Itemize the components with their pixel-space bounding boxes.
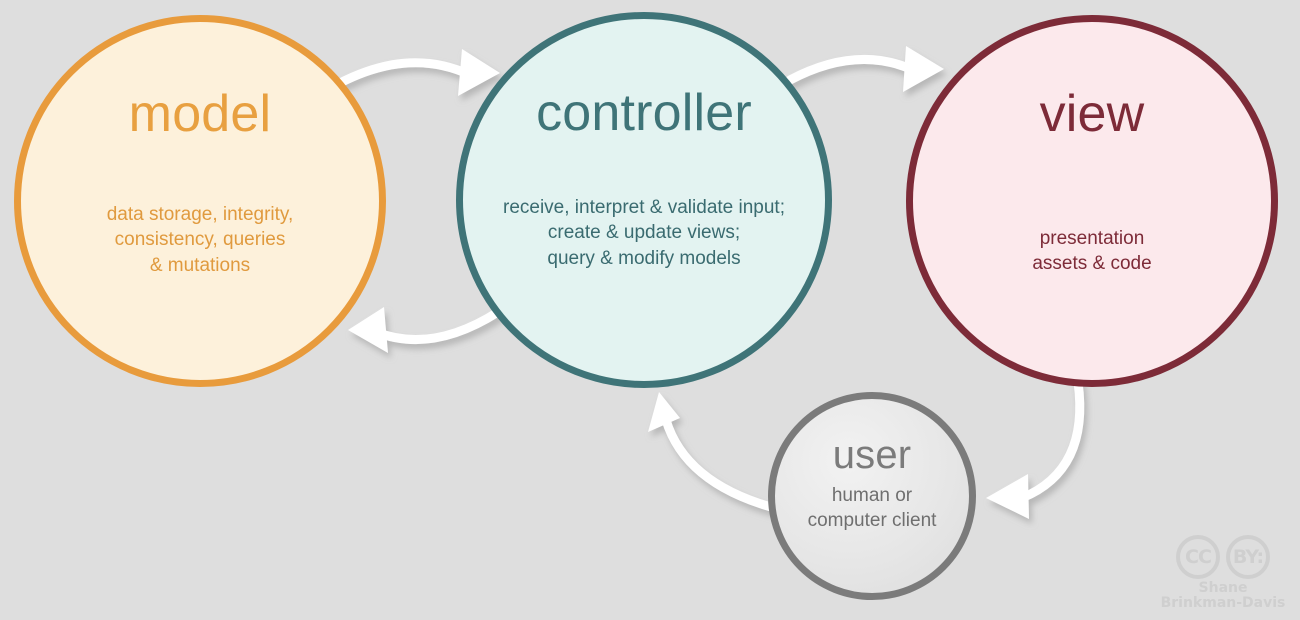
- node-controller-title: controller: [536, 84, 752, 142]
- node-user-description-line: computer client: [807, 510, 937, 532]
- node-model-title: model: [128, 85, 272, 143]
- author-name-line1: Shane: [1198, 579, 1248, 596]
- node-model-description-line: consistency, queries: [114, 229, 286, 251]
- arrow-controller-to-view: [785, 46, 944, 92]
- node-controller[interactable]: controller receive, interpret & validate…: [456, 12, 832, 388]
- node-view-title: view: [1039, 85, 1145, 143]
- creative-commons-badges: CC BY:: [1160, 534, 1286, 579]
- node-model-description-line: & mutations: [149, 254, 251, 276]
- node-view-description-line: assets & code: [1032, 253, 1152, 275]
- node-controller-description-line: create & update views;: [547, 222, 741, 244]
- node-controller-description-line: receive, interpret & validate input;: [503, 197, 785, 218]
- author-name-line2: Brinkman-Davis: [1160, 595, 1286, 612]
- node-view-description: presentation assets & code: [1032, 226, 1151, 277]
- node-user[interactable]: user human or computer client: [768, 392, 976, 600]
- node-controller-description-line: query & modify models: [547, 247, 741, 269]
- node-model-description: data storage, integrity, consistency, qu…: [107, 202, 294, 278]
- node-user-description-line: human or: [831, 485, 913, 506]
- cc-icon: CC: [1176, 534, 1220, 579]
- node-controller-description: receive, interpret & validate input; cre…: [503, 195, 785, 271]
- arrow-user-to-controller: [648, 392, 787, 515]
- node-user-title: user: [832, 433, 912, 477]
- attribution-block: CC BY: Shane Brinkman-Davis: [1160, 534, 1286, 612]
- cc-by-icon: BY:: [1226, 534, 1270, 579]
- arrow-controller-to-model: [348, 307, 503, 353]
- node-model[interactable]: model data storage, integrity, consisten…: [14, 15, 386, 387]
- arrow-view-to-user: [986, 377, 1085, 519]
- node-view-description-line: presentation: [1039, 228, 1145, 249]
- arrow-model-to-controller: [335, 49, 500, 96]
- node-view[interactable]: view presentation assets & code: [906, 15, 1278, 387]
- node-user-description: human or computer client: [808, 483, 937, 534]
- node-model-description-line: data storage, integrity,: [106, 204, 294, 225]
